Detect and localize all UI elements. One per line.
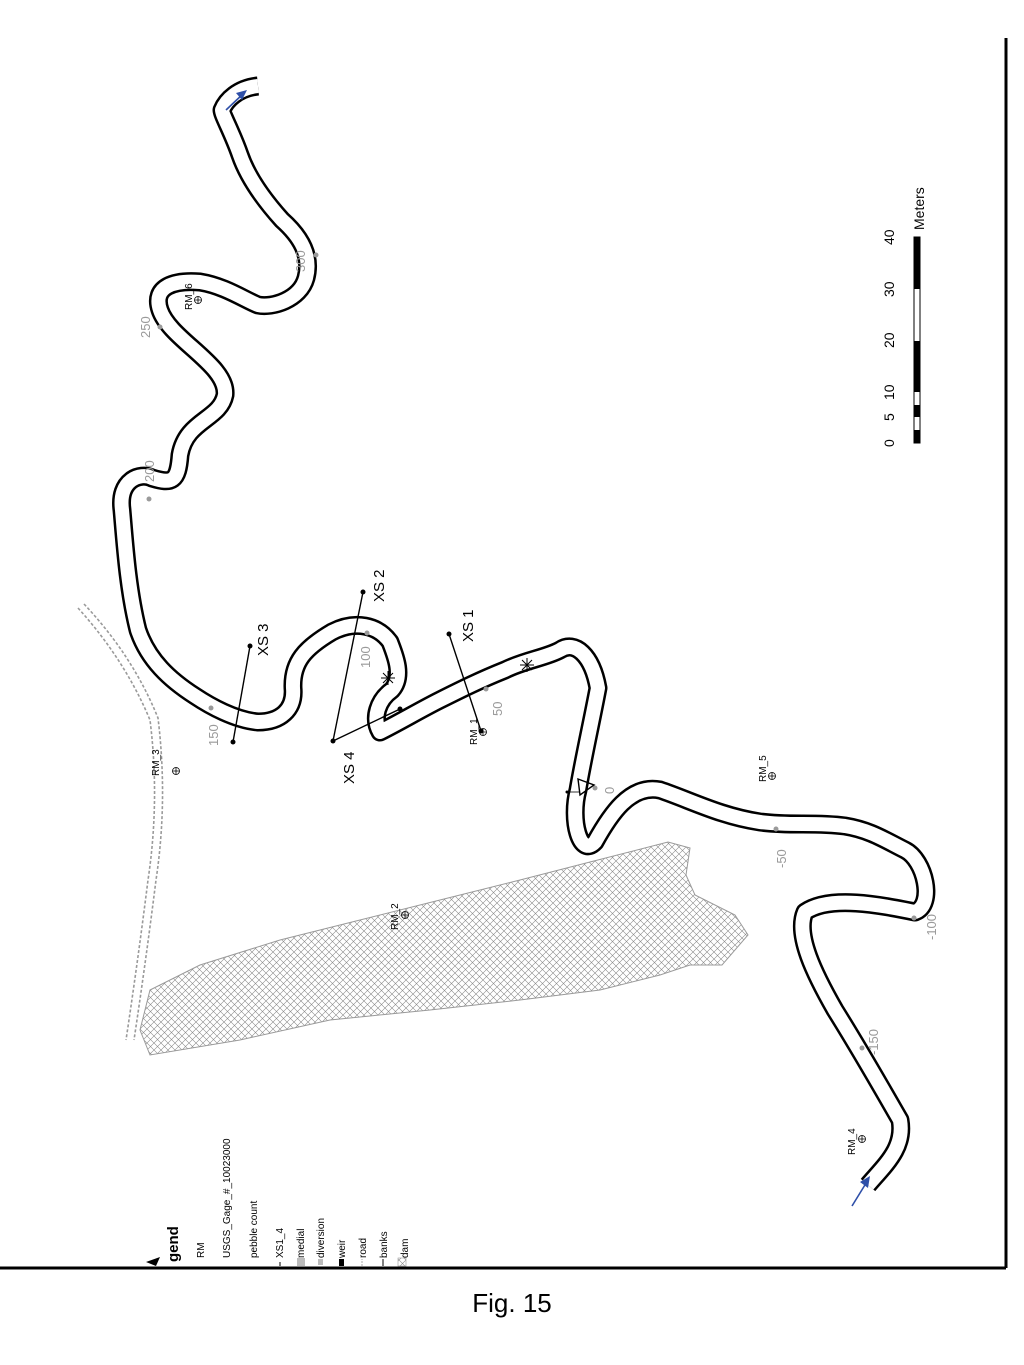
legend-item-weir: weir [337, 1239, 348, 1259]
station-label: -150 [866, 1029, 881, 1055]
river-water [114, 79, 933, 1190]
svg-text:RM_2: RM_2 [390, 903, 401, 930]
legend-item-pebble: pebble count [249, 1201, 260, 1258]
star-icon [381, 671, 395, 685]
svg-text:RM_5: RM_5 [758, 755, 769, 782]
svg-text:RM_1: RM_1 [469, 718, 480, 745]
gray-small-box-icon [318, 1259, 323, 1265]
cross-section-xs4: XS 4 [330, 706, 403, 784]
flow-arrow-icon [225, 90, 247, 111]
hatch-box-icon [397, 1257, 407, 1267]
svg-text:RM_4: RM_4 [847, 1128, 858, 1155]
legend-item-dam: dam [400, 1239, 411, 1258]
station-label: -100 [924, 914, 939, 940]
legend-item-medial: medial [296, 1229, 307, 1258]
legend-item-road: road [358, 1238, 369, 1258]
triangle-icon [565, 777, 596, 797]
svg-text:RM_6: RM_6 [184, 283, 195, 310]
dam-area [139, 841, 749, 1056]
svg-text:RM_3: RM_3 [151, 749, 162, 776]
scale-tick: 30 [881, 281, 897, 297]
station-label: 50 [490, 702, 505, 716]
road-line-1 [77, 607, 156, 1041]
legend-item-rm: RM [196, 1242, 207, 1258]
cross-section-xs3: XS 3 [230, 623, 272, 745]
legend-item-xs: XS1_4 [275, 1228, 286, 1258]
svg-text:XS 1: XS 1 [460, 609, 477, 642]
river-marker-rm-2: RM_2 [390, 903, 409, 930]
svg-text:XS 3: XS 3 [255, 623, 272, 656]
legend-item-usgs: USGS_Gage_#_10023000 [222, 1138, 233, 1258]
scale-unit: Meters [911, 187, 927, 230]
legend-item-diversion: diversion [316, 1218, 327, 1258]
svg-text:XS 2: XS 2 [371, 569, 388, 602]
legend-item-banks: banks [379, 1231, 390, 1258]
road-line-2 [83, 603, 164, 1041]
star-icon [520, 658, 534, 672]
station-label: 200 [142, 460, 157, 482]
station-label: 100 [358, 646, 373, 668]
scale-tick: 40 [881, 229, 897, 245]
station-markers: -150 -100 -50 0 50 100 150 200 250 300 [138, 250, 939, 1055]
flow-arrow-icon [851, 1176, 870, 1207]
station-label: -50 [774, 849, 789, 868]
scale-tick: 5 [881, 413, 897, 421]
river-marker-rm-5: RM_5 [758, 755, 776, 782]
scale-bar: 0 5 10 20 30 40 Meters [881, 187, 927, 447]
figure-caption: Fig. 15 [472, 1288, 552, 1318]
river-marker-rm-6: RM_6 [184, 283, 202, 310]
station-label: 0 [602, 787, 617, 794]
gray-box-icon [297, 1258, 305, 1266]
legend-title: gend [165, 1226, 182, 1262]
river-marker-rm-3: RM_3 [151, 749, 180, 776]
station-label: 300 [293, 250, 308, 272]
scale-tick: 20 [881, 332, 897, 348]
thick-line-icon [339, 1259, 344, 1266]
cross-section-xs1: XS 1 [446, 609, 484, 734]
legend: gend RM USGS_Gage_#_10023000 pebble coun… [146, 1138, 411, 1267]
scale-tick: 0 [881, 439, 897, 447]
station-label: 250 [138, 316, 153, 338]
cross-section-xs2: XS 2 [332, 569, 388, 742]
svg-text:XS 4: XS 4 [341, 751, 358, 784]
scale-tick: 10 [881, 384, 897, 400]
river-channel [112, 76, 936, 1192]
station-label: 150 [206, 724, 221, 746]
river-marker-rm-4: RM_4 [847, 1128, 866, 1155]
